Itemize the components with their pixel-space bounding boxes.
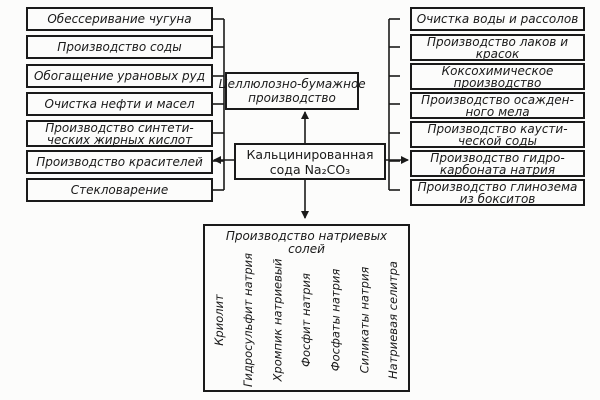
- column-label: Фосфит натрия: [299, 273, 314, 367]
- table-column: Хромпик натриевый: [263, 250, 291, 390]
- box-label: Производство каусти- ческой соды: [427, 121, 568, 148]
- box-pulp-paper: Целлюлозно-бумажное производство: [218, 72, 366, 110]
- box-desulfurization: Обессеривание чугуна: [26, 7, 213, 31]
- center-label: Кальцинированная сода Na₂CO₃: [246, 146, 374, 177]
- box-label: Производство глинозема из бокситов: [417, 179, 578, 206]
- box-oil-purification: Очистка нефти и масел: [26, 92, 213, 116]
- column-label: Натриевая селитра: [386, 261, 401, 379]
- center-box-soda-ash: Кальцинированная сода Na₂CO₃: [234, 143, 386, 180]
- box-caustic-soda: Производство каусти- ческой соды: [410, 121, 585, 148]
- table-column: Гидросульфит натрия: [234, 250, 262, 390]
- table-column: Натриевая селитра: [379, 250, 407, 390]
- table-column: Криолит: [205, 250, 233, 390]
- box-label: Производство красителей: [36, 154, 203, 169]
- box-chalk: Производство осажден- ного мела: [410, 92, 585, 119]
- table-title: Производство натриевых солей: [225, 229, 388, 256]
- box-coke-chemical: Коксохимическое производство: [410, 63, 585, 90]
- table-column: Силикаты натрия: [350, 250, 378, 390]
- box-label: Производство соды: [57, 39, 182, 54]
- table-column: Фосфаты натрия: [321, 250, 349, 390]
- box-label: Стекловарение: [70, 182, 169, 197]
- box-label: Производство осажден- ного мела: [421, 92, 574, 119]
- column-label: Силикаты натрия: [357, 266, 371, 374]
- column-label: Гидросульфит натрия: [241, 252, 256, 388]
- box-alumina: Производство глинозема из бокситов: [410, 179, 585, 206]
- box-uranium-ore: Обогащение урановых руд: [26, 64, 213, 88]
- box-water-treatment: Очистка воды и рассолов: [410, 7, 585, 31]
- box-label: Очистка воды и рассолов: [416, 11, 579, 26]
- box-label: Производство синтети- ческих жирных кисл…: [45, 120, 194, 147]
- box-label: Обессеривание чугуна: [47, 11, 192, 26]
- box-bicarbonate: Производство гидро- карбоната натрия: [410, 150, 585, 177]
- box-label: Очистка нефти и масел: [44, 96, 195, 111]
- box-label: Производство гидро- карбоната натрия: [430, 150, 565, 177]
- column-label: Хромпик натриевый: [270, 258, 284, 382]
- table-column: Фосфит натрия: [292, 250, 320, 390]
- box-paints: Производство лаков и красок: [410, 34, 585, 61]
- box-label: Целлюлозно-бумажное производство: [218, 77, 366, 105]
- table-sodium-salts: Производство натриевых солей: [203, 224, 410, 392]
- box-dyes: Производство красителей: [26, 150, 213, 174]
- box-label: Коксохимическое производство: [441, 63, 554, 90]
- column-label: Криолит: [212, 294, 226, 346]
- box-label: Производство лаков и красок: [427, 34, 568, 61]
- box-soda-production: Производство соды: [26, 35, 213, 59]
- box-fatty-acids: Производство синтети- ческих жирных кисл…: [26, 120, 213, 147]
- box-label: Обогащение урановых руд: [33, 68, 206, 83]
- column-label: Фосфаты натрия: [328, 268, 342, 372]
- box-glassmaking: Стекловарение: [26, 178, 213, 202]
